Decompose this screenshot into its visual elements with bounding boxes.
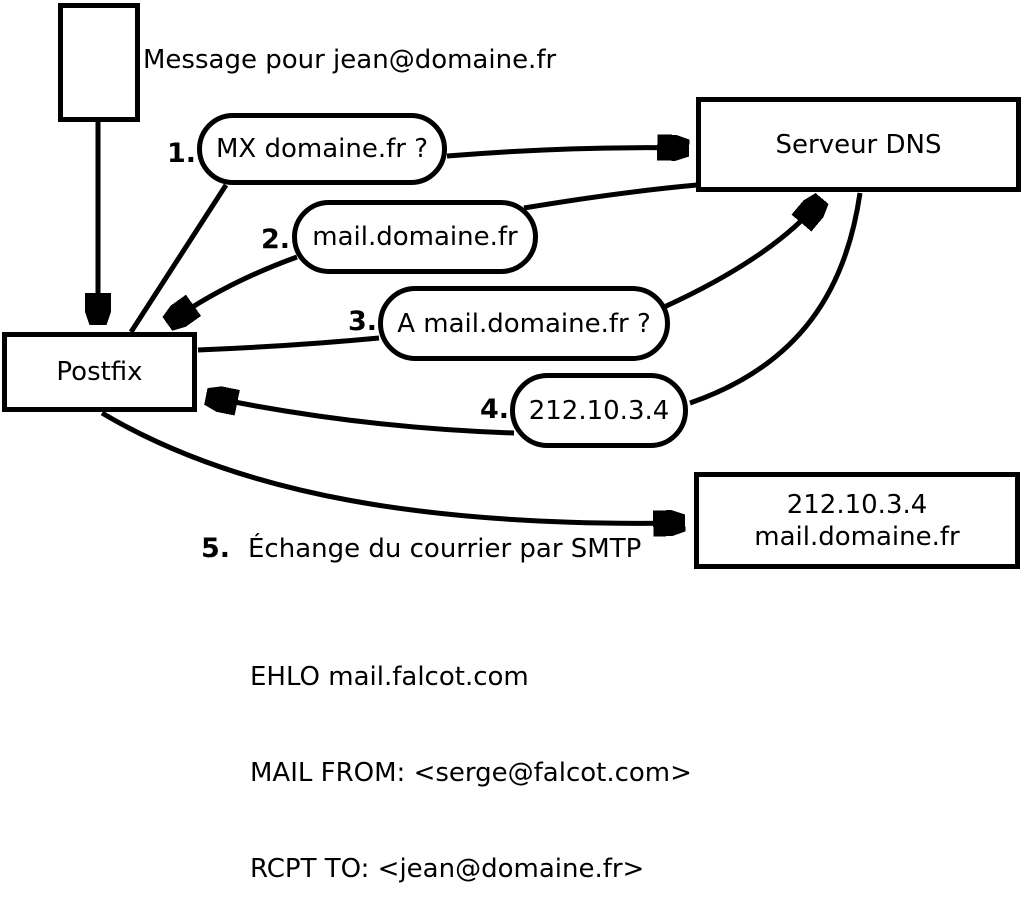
step-4-bubble-a-answer: 212.10.3.4 xyxy=(510,373,688,448)
dns-server-label: Serveur DNS xyxy=(775,129,942,160)
smtp-line: MAIL FROM: <serge@falcot.com> xyxy=(250,758,692,788)
step-1-label: MX domaine.fr ? xyxy=(215,134,429,164)
arrow-a-answer-to-postfix xyxy=(209,397,515,436)
smtp-session-block: EHLO mail.falcot.com MAIL FROM: <serge@f… xyxy=(250,597,692,919)
step-3-number: 3. xyxy=(347,306,377,337)
step-2-bubble-mx-answer: mail.domaine.fr xyxy=(292,200,538,274)
step-5-label: Échange du courrier par SMTP xyxy=(248,534,642,564)
line-dns-to-a-answer xyxy=(689,192,863,406)
step-1-bubble-mx-query: MX domaine.fr ? xyxy=(197,113,447,185)
step-5-number: 5. xyxy=(200,533,230,564)
step-2-number: 2. xyxy=(260,224,290,255)
step-4-label: 212.10.3.4 xyxy=(528,395,670,426)
mail-server-node: 212.10.3.4 mail.domaine.fr xyxy=(694,472,1020,569)
mail-server-hostname: mail.domaine.fr xyxy=(754,521,960,552)
step-2-label: mail.domaine.fr xyxy=(312,222,518,252)
dns-server-node: Serveur DNS xyxy=(696,97,1021,192)
step-1-number: 1. xyxy=(166,138,196,169)
smtp-line: EHLO mail.falcot.com xyxy=(250,662,529,692)
line-postfix-to-mx-query xyxy=(128,183,229,334)
line-postfix-to-a-query xyxy=(197,335,380,353)
postfix-label: Postfix xyxy=(56,357,143,387)
mail-server-ip: 212.10.3.4 xyxy=(786,489,928,520)
step-3-label: A mail.domaine.fr ? xyxy=(397,308,651,339)
message-source-box xyxy=(58,3,140,122)
step-3-bubble-a-query: A mail.domaine.fr ? xyxy=(378,286,670,361)
arrow-a-query-to-dns xyxy=(660,201,820,311)
line-dns-to-mx-answer xyxy=(523,182,698,211)
arrow-mx-answer-to-postfix xyxy=(170,254,298,322)
smtp-line: RCPT TO: <jean@domaine.fr> xyxy=(250,854,645,884)
step-4-number: 4. xyxy=(479,394,509,425)
message-title: Message pour jean@domaine.fr xyxy=(143,45,557,75)
arrow-postfix-to-mailserver xyxy=(100,410,682,523)
arrow-mx-query-to-dns xyxy=(446,148,686,156)
postfix-node: Postfix xyxy=(2,332,197,412)
